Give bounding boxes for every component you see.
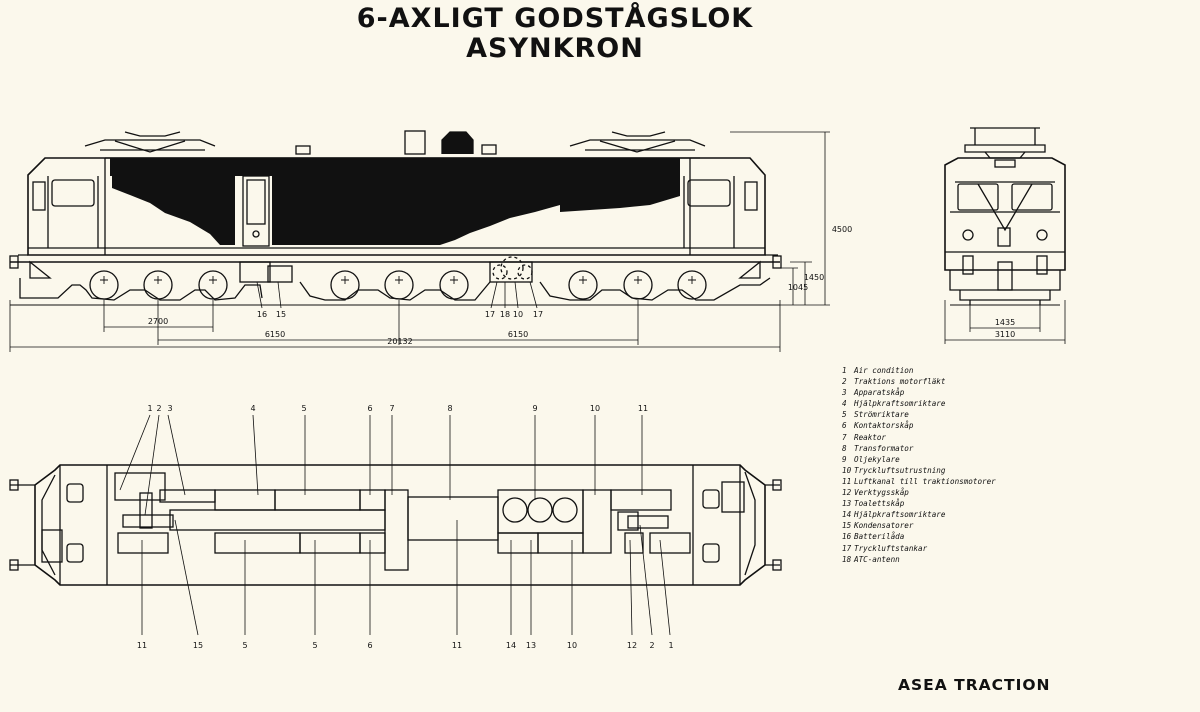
dim-bogie-wheelbase: 2700 <box>148 317 168 326</box>
side-grille-shading <box>112 176 680 245</box>
plan-callout-bottom: 2 <box>649 641 654 650</box>
plan-callout-bottom: 10 <box>567 641 577 650</box>
plan-callout-bottom: 15 <box>193 641 203 650</box>
plan-callout-top: 6 <box>367 404 372 413</box>
plan-callout-top: 1 <box>147 404 152 413</box>
brand-logo-text: ASEA TRACTION <box>898 676 1051 694</box>
bogie-right <box>539 270 771 301</box>
side-callout: 17 <box>533 310 543 319</box>
plan-callout-bottom: 12 <box>627 641 637 650</box>
plan-callout-bottom: 13 <box>526 641 536 650</box>
plan-callout-bottom: 5 <box>312 641 317 650</box>
plan-callout-bottom: 1 <box>668 641 673 650</box>
plan-view <box>9 414 782 636</box>
dim-height-coupler: 1045 <box>788 283 808 292</box>
dim-bogie-centers-left: 6150 <box>265 330 285 339</box>
plan-callout-top: 3 <box>167 404 172 413</box>
plan-callout-bottom: 11 <box>452 641 462 650</box>
dim-width: 3110 <box>995 330 1015 339</box>
side-callout: 10 <box>513 310 523 319</box>
bogie-left <box>19 270 263 301</box>
plan-callout-top: 9 <box>532 404 537 413</box>
plan-callout-top: 10 <box>590 404 600 413</box>
dim-length-total: 20132 <box>387 337 412 346</box>
side-callout: 16 <box>257 310 267 319</box>
plan-callout-bottom: 5 <box>242 641 247 650</box>
plan-callout-top: 5 <box>301 404 306 413</box>
plan-callout-top: 7 <box>389 404 394 413</box>
dim-bogie-centers-right: 6150 <box>508 330 528 339</box>
side-callout: 15 <box>276 310 286 319</box>
plan-callout-top: 4 <box>250 404 255 413</box>
dim-height-buffer: 1450 <box>804 273 824 282</box>
plan-callout-bottom: 11 <box>137 641 147 650</box>
plan-callout-top: 11 <box>638 404 648 413</box>
pantograph-left <box>84 131 216 153</box>
dim-height-total: 4500 <box>832 225 852 234</box>
pantograph-right <box>569 131 706 153</box>
bogie-middle <box>299 270 491 301</box>
plan-callout-top: 2 <box>156 404 161 413</box>
plan-callout-bottom: 6 <box>367 641 372 650</box>
diagram-title: 6-AXLIGT GODSTÅGSLOK <box>356 3 754 34</box>
diagram-subtitle: ASYNKRON <box>466 33 644 64</box>
plan-callout-top: 8 <box>447 404 452 413</box>
front-view <box>944 127 1066 344</box>
side-callout: 18 <box>500 310 510 319</box>
dim-track-gauge: 1435 <box>995 318 1015 327</box>
side-view <box>9 130 830 352</box>
plan-callout-bottom: 14 <box>506 641 516 650</box>
side-callout: 17 <box>485 310 495 319</box>
